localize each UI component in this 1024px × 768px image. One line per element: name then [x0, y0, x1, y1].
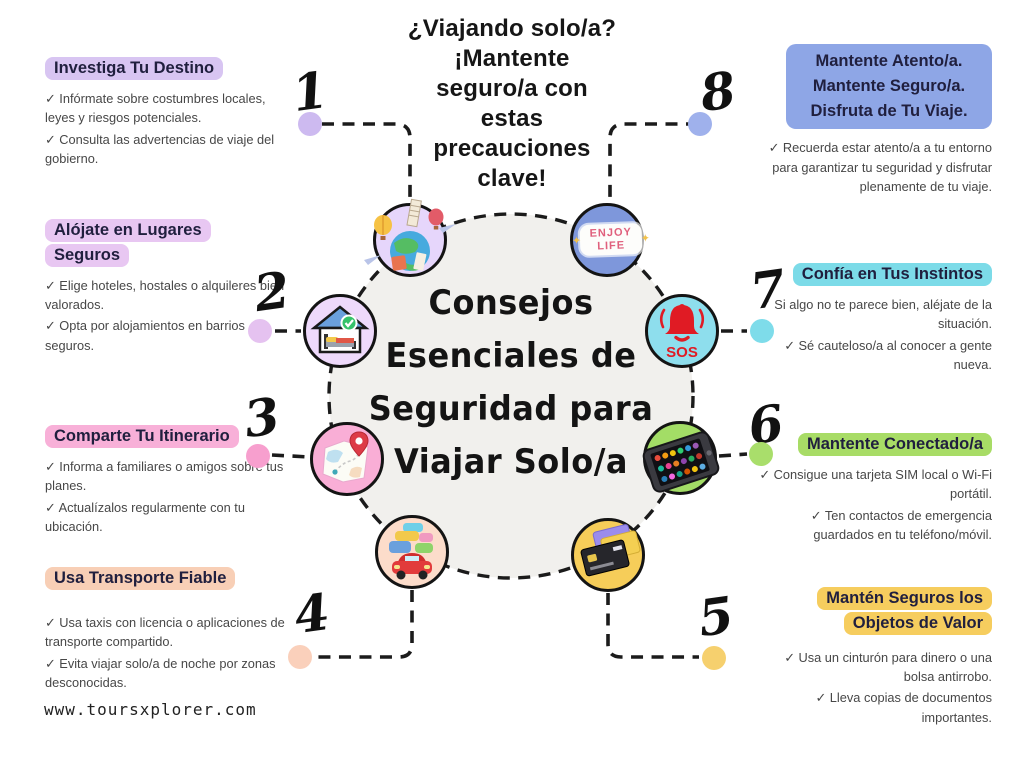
step-dot-5 [702, 646, 726, 670]
step-dot-4 [288, 645, 312, 669]
tip-points: ✓ Usa taxis con licencia o aplicaciones … [45, 613, 285, 693]
tip-mantente-conectado: Mantente Conectado/a ✓ Consigue una tarj… [752, 432, 992, 547]
tip-confia-en-tus-instintos: Confía en Tus Instintos ✓ Si algo no te … [752, 262, 992, 377]
tip-points: ✓ Usa un cinturón para dinero o una bols… [752, 648, 992, 728]
tip-point: ✓ Recuerda estar atento/a a tu entorno p… [768, 140, 992, 195]
tip-points: ✓ Informa a familiares o amigos sobre tu… [45, 457, 285, 537]
tip-heading: Mantente Conectado/a [752, 432, 992, 457]
page-title-line: seguro/a con [436, 75, 588, 102]
tip-alojate-en-lugares-seguros: Alójate en Lugares Seguros ✓ Elige hotel… [45, 218, 285, 357]
tip-point: ✓ Usa taxis con licencia o aplicaciones … [45, 614, 285, 650]
step-dot-6 [749, 442, 773, 466]
tip-point: ✓ Ten contactos de emergencia guardados … [810, 507, 992, 543]
step-dot-7 [750, 319, 774, 343]
tip-usa-transporte-fiable: Usa Transporte Fiable ✓ Usa taxis con li… [45, 566, 285, 695]
center-title-line: Viajar Solo/a [393, 441, 628, 482]
smartphone-icon [642, 421, 720, 495]
travel-collage-icon [364, 198, 456, 277]
tip-points: ✓ Si algo no te parece bien, aléjate de … [752, 295, 992, 375]
center-title: Consejos Esenciales de Seguridad para Vi… [351, 276, 671, 488]
tip-point: ✓ Elige hoteles, hostales o alquileres b… [45, 277, 285, 312]
page-title-line: estas [480, 105, 544, 132]
step-number-5: 5 [694, 584, 738, 649]
tip-points: ✓ Recuerda estar atento/a a tu entorno p… [752, 138, 992, 196]
safe-lodging-icon [303, 294, 377, 368]
step-number-7: 7 [746, 257, 790, 322]
tip-point: ✓ Evita viajar solo/a de noche por zonas… [45, 655, 276, 691]
credit-cards-icon [571, 518, 645, 592]
tip-mantente-atento: Mantente Atento/a. Mantente Seguro/a. Di… [752, 44, 992, 199]
website-url: www.toursxplorer.com [44, 700, 257, 719]
tip-point: ✓ Opta por alojamientos en barrios segur… [45, 318, 245, 353]
step-dot-2 [248, 319, 272, 343]
tip-point: ✓ Informa a familiares o amigos sobre tu… [45, 458, 284, 494]
enjoy-life-icon: ENJOY LIFE [570, 203, 644, 277]
tip-point: ✓ Consigue una tarjeta SIM local o Wi-Fi… [759, 466, 992, 502]
step-dot-3 [246, 444, 270, 468]
step-number-2: 2 [250, 259, 294, 324]
center-title-line: Esenciales de [385, 335, 637, 376]
step-number-3: 3 [240, 385, 284, 450]
page-title-line: ¿Viajando solo/a? [407, 15, 617, 42]
step-number-4: 4 [290, 581, 334, 646]
tip-comparte-tu-itinerario: Comparte Tu Itinerario ✓ Informa a famil… [45, 424, 285, 539]
page-title-line: precauciones [433, 135, 591, 162]
tip-point: ✓ Lleva copias de documentos importantes… [815, 690, 992, 725]
itinerary-map-icon [310, 422, 384, 496]
center-title-line: Seguridad para [368, 388, 654, 429]
tip-heading: Usa Transporte Fiable [45, 566, 285, 591]
step-dot-1 [298, 112, 322, 136]
enjoy-life-badge: ENJOY LIFE [579, 222, 643, 257]
tip-points: ✓ Elige hoteles, hostales o alquileres b… [45, 276, 285, 356]
center-title-line: Consejos [428, 282, 594, 323]
tip-points: ✓ Infórmate sobre costumbres locales, le… [45, 89, 285, 169]
tip-heading: Investiga Tu Destino [45, 56, 224, 81]
page-title-line: ¡Mantente [454, 45, 570, 72]
sos-alert-icon: SOS [645, 294, 719, 368]
enjoy-badge-text: ENJOY [589, 226, 633, 240]
tip-heading: Confía en Tus Instintos [752, 262, 992, 287]
tip-manten-seguros-objetos-valor: Mantén Seguros los Objetos de Valor ✓ Us… [752, 586, 992, 729]
tip-point: ✓ Infórmate sobre costumbres locales, le… [45, 90, 266, 126]
page-title-line: clave! [477, 165, 547, 192]
tip-point: ✓ Consulta las advertencias de viaje del… [45, 131, 275, 167]
transport-cars-icon [375, 515, 449, 589]
sos-label: SOS [666, 344, 698, 361]
page-title: ¿Viajando solo/a? ¡Mantente seguro/a con… [372, 14, 652, 194]
tip-point: ✓ Usa un cinturón para dinero o una bols… [784, 649, 992, 684]
tip-heading: Comparte Tu Itinerario [45, 424, 285, 449]
tip-investiga-tu-destino: Investiga Tu Destino ✓ Infórmate sobre c… [45, 56, 285, 171]
tip-points: ✓ Consigue una tarjeta SIM local o Wi-Fi… [752, 465, 992, 545]
tip-heading: Alójate en Lugares Seguros [45, 218, 249, 268]
tip-heading: Mantente Atento/a. Mantente Seguro/a. Di… [786, 44, 992, 130]
tip-point: ✓ Sé cauteloso/a al conocer a gente nuev… [784, 337, 992, 373]
tip-heading: Mantén Seguros los Objetos de Valor [784, 586, 992, 636]
step-dot-8 [688, 112, 712, 136]
tip-point: ✓ Actualízalos regularmente con tu ubica… [45, 499, 245, 535]
enjoy-badge-text: LIFE [597, 239, 626, 253]
tip-point: ✓ Si algo no te parece bien, aléjate de … [760, 296, 992, 332]
